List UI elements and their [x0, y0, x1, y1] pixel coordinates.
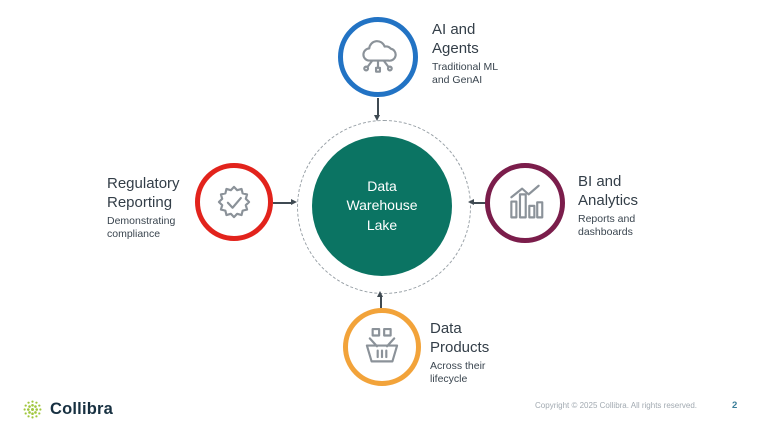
node-title-ai-and-agents: AI and Agents [432, 21, 479, 58]
node-subtitle-regulatory-reporting: Demonstrating compliance [107, 215, 176, 241]
bar-chart-icon [510, 184, 544, 219]
arrowhead-left [291, 199, 297, 205]
page-number: 2 [732, 400, 738, 411]
hub-dashed-ring [297, 120, 471, 294]
shopping-basket-icon [365, 327, 399, 363]
collibra-logo: Collibra [22, 397, 113, 421]
node-circle-ai-and-agents [338, 17, 418, 97]
node-circle-bi-and-analytics [485, 163, 565, 243]
collibra-logo-icon [23, 400, 42, 418]
arrowhead-right [468, 199, 474, 205]
hub-label: Data Warehouse Lake [346, 177, 418, 233]
node-title-regulatory-reporting: Regulatory Reporting [107, 175, 180, 212]
node-label-bi-and-analytics: BI and Analytics Reports and dashboards [578, 172, 688, 240]
node-subtitle-ai-and-agents: Traditional ML and GenAI [432, 61, 499, 87]
node-label-regulatory-reporting: Regulatory Reporting Demonstrating compl… [107, 174, 217, 242]
arrowhead-bottom [377, 291, 383, 297]
hub-circle: Data Warehouse Lake [312, 136, 452, 276]
node-title-data-products: Data Products [430, 320, 490, 357]
connector-left [273, 202, 292, 204]
node-title-bi-and-analytics: BI and Analytics [578, 173, 639, 210]
collibra-wordmark: Collibra [50, 399, 114, 418]
copyright-text: Copyright © 2025 Collibra. All rights re… [535, 401, 697, 410]
connector-bottom [380, 296, 382, 308]
node-circle-regulatory-reporting [195, 163, 273, 241]
arrowhead-top [374, 115, 380, 121]
node-subtitle-bi-and-analytics: Reports and dashboards [578, 213, 636, 239]
connector-top [377, 98, 379, 117]
node-subtitle-data-products: Across their lifecycle [430, 360, 486, 386]
node-label-ai-and-agents: AI and Agents Traditional ML and GenAI [432, 20, 542, 88]
cloud-ml-icon [362, 40, 397, 73]
badge-check-icon [217, 185, 251, 219]
connector-right [474, 202, 486, 204]
node-circle-data-products [343, 308, 421, 386]
node-label-data-products: Data Products Across their lifecycle [430, 319, 530, 387]
